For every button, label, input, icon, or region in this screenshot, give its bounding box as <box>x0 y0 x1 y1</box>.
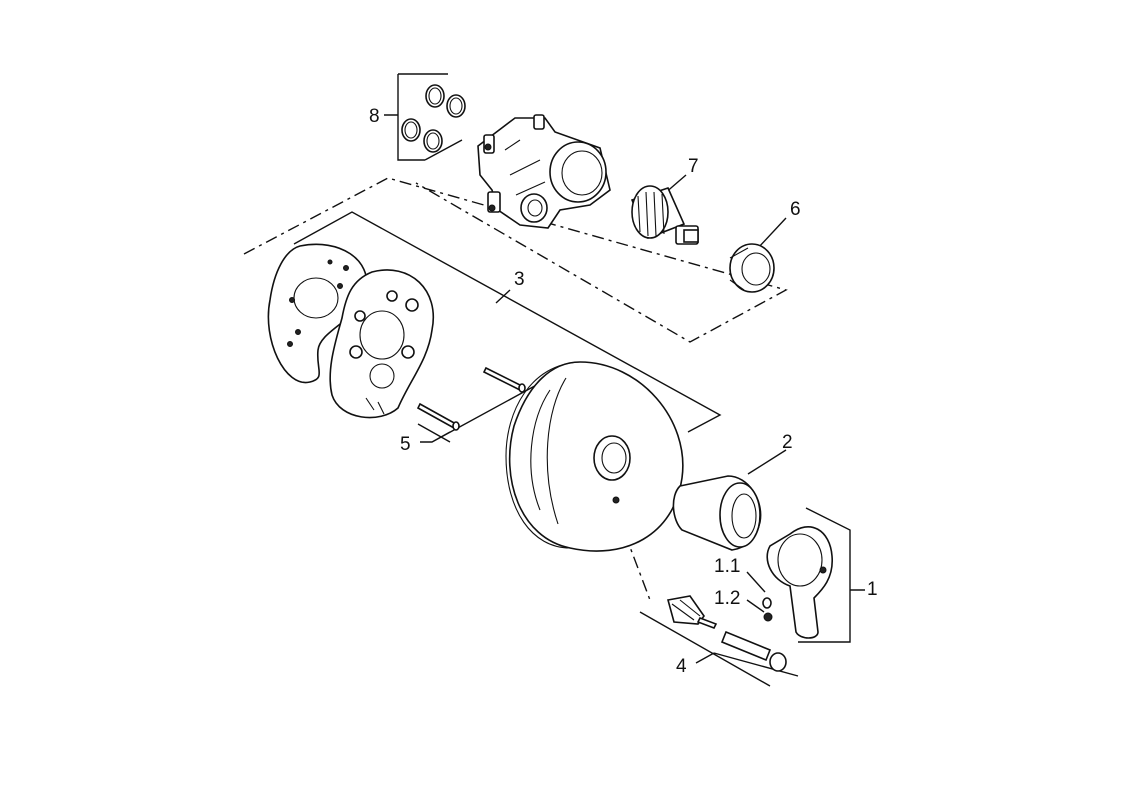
callout-label-2: 2 <box>782 432 793 453</box>
callout-label-4: 4 <box>676 656 687 677</box>
extension-rod <box>720 630 772 662</box>
o-ring-set <box>401 84 466 153</box>
callout-label-5: 5 <box>400 434 411 455</box>
callout-label-8: 8 <box>369 106 380 127</box>
callout-label-6: 6 <box>790 199 801 220</box>
leader-3 <box>293 211 722 433</box>
callout-label-3: 3 <box>514 269 525 290</box>
valve-body <box>477 114 611 229</box>
leader-2 <box>747 449 787 475</box>
cover-plate <box>505 361 684 552</box>
leader-1 <box>798 507 865 643</box>
end-cap <box>769 652 787 672</box>
screws <box>416 366 526 431</box>
gasket-plate <box>267 243 368 384</box>
callout-label-7: 7 <box>688 156 699 177</box>
dashed-assembly-lines <box>243 177 788 601</box>
threaded-nut <box>729 243 775 293</box>
callout-label-1-2: 1.2 <box>714 588 740 609</box>
dashed-outline-upper <box>243 177 788 343</box>
dashed-axis-lower <box>615 509 651 601</box>
extension-set <box>666 595 787 672</box>
leader-6 <box>757 217 787 249</box>
screw <box>482 366 524 392</box>
cap-plug <box>763 612 773 622</box>
leader-4 <box>639 611 799 687</box>
screw <box>416 402 458 430</box>
leader-1-1 <box>746 571 766 593</box>
sleeve <box>672 475 762 551</box>
leader-5 <box>417 381 543 443</box>
lever-handle <box>762 526 833 639</box>
leader-lines <box>293 73 865 687</box>
callout-label-1: 1 <box>867 579 878 600</box>
leader-1-2 <box>746 599 765 613</box>
callout-label-1-1: 1.1 <box>714 556 740 577</box>
leader-8 <box>384 73 463 161</box>
set-screw <box>762 597 772 609</box>
mounting-plate-set <box>267 243 435 419</box>
cartridge <box>630 185 699 245</box>
